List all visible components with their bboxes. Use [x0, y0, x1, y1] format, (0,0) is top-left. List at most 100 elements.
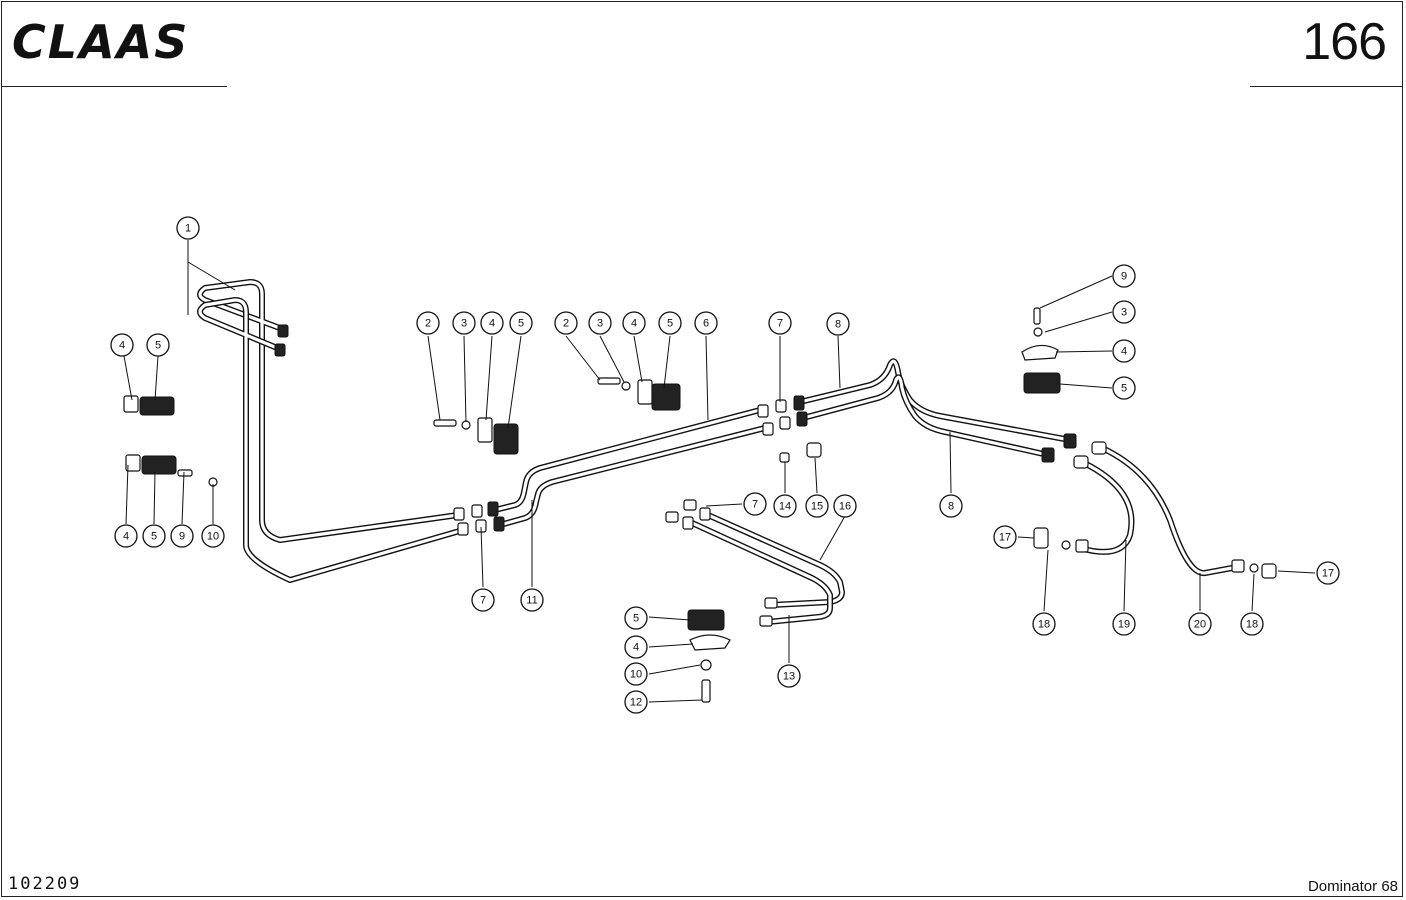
callout-number: 20	[1194, 619, 1206, 631]
callout-17: 17	[993, 525, 1017, 549]
callout-8: 8	[826, 312, 850, 336]
callout-number: 2	[425, 318, 431, 330]
callout-circle	[146, 333, 170, 357]
callout-number: 5	[633, 613, 639, 625]
callout-3: 3	[452, 311, 476, 335]
callout-number: 10	[207, 531, 219, 543]
callout-7: 7	[471, 588, 495, 612]
callout-circle	[939, 494, 963, 518]
callout-circle	[777, 664, 801, 688]
callout-10: 10	[201, 524, 225, 548]
pipe-assembly-8	[797, 358, 1073, 458]
page-number: 166	[1302, 13, 1387, 71]
callout-6: 6	[694, 311, 718, 335]
callout-number: 5	[155, 340, 161, 352]
callout-number: 9	[1121, 271, 1127, 283]
callout-number: 13	[783, 671, 795, 683]
callout-5: 5	[509, 311, 533, 335]
callout-number: 18	[1246, 619, 1258, 631]
callout-5: 5	[1112, 376, 1136, 400]
callout-number: 5	[151, 531, 157, 543]
callout-3: 3	[1112, 300, 1136, 324]
callout-16: 16	[833, 494, 857, 518]
callout-number: 5	[667, 318, 673, 330]
callout-circle	[1112, 300, 1136, 324]
pipe-assembly-6-11	[492, 407, 768, 528]
callout-number: 4	[489, 318, 495, 330]
callout-number: 6	[703, 318, 709, 330]
callout-number: 3	[1121, 307, 1127, 319]
callout-number: 5	[1121, 383, 1127, 395]
callout-number: 7	[777, 318, 783, 330]
callout-number: 14	[779, 501, 791, 513]
callout-circle	[1240, 612, 1264, 636]
callout-number: 12	[630, 697, 642, 709]
callout-number: 2	[563, 318, 569, 330]
callout-8: 8	[939, 494, 963, 518]
callout-number: 19	[1118, 619, 1130, 631]
callout-circle	[743, 492, 767, 516]
callout-number: 18	[1038, 619, 1050, 631]
callout-number: 4	[1121, 346, 1127, 358]
callout-2: 2	[554, 311, 578, 335]
callout-4: 4	[622, 311, 646, 335]
callout-circle	[826, 312, 850, 336]
claas-logo: CLAAS	[12, 18, 189, 64]
callout-5: 5	[658, 311, 682, 335]
callout-4: 4	[114, 524, 138, 548]
callout-number: 17	[999, 532, 1011, 544]
callout-circle	[1112, 612, 1136, 636]
callout-5: 5	[624, 606, 648, 630]
callout-4: 4	[1112, 339, 1136, 363]
callout-circle	[520, 588, 544, 612]
callout-number: 9	[179, 531, 185, 543]
pipe-assembly-1	[197, 279, 466, 583]
callout-circle	[509, 311, 533, 335]
callout-7: 7	[743, 492, 767, 516]
callout-circle	[176, 216, 200, 240]
callout-17: 17	[1316, 561, 1340, 585]
callout-circle	[416, 311, 440, 335]
callout-circle	[201, 524, 225, 548]
callout-circle	[1112, 376, 1136, 400]
callout-number: 11	[526, 595, 537, 607]
logo-text: CLAAS	[12, 18, 189, 64]
callout-circle	[1112, 339, 1136, 363]
callout-4: 4	[110, 333, 134, 357]
callout-number: 4	[119, 340, 125, 352]
callout-3: 3	[588, 311, 612, 335]
callout-18: 18	[1240, 612, 1264, 636]
callout-number: 17	[1322, 568, 1334, 580]
drawing-number: 102209	[8, 874, 82, 894]
callout-7: 7	[768, 311, 792, 335]
machine-model: Dominator 68	[1307, 878, 1398, 895]
callout-circle	[624, 635, 648, 659]
header-rule-left	[1, 86, 227, 87]
leader-lines	[123, 240, 1316, 703]
callout-20: 20	[1188, 612, 1212, 636]
callout-circle	[1112, 264, 1136, 288]
callout-circle	[170, 524, 194, 548]
callout-circle	[658, 311, 682, 335]
callout-circle	[624, 690, 648, 714]
callout-12: 12	[624, 690, 648, 714]
callout-number: 3	[461, 318, 467, 330]
callout-number: 3	[597, 318, 603, 330]
callout-circle	[471, 588, 495, 612]
callout-4: 4	[480, 311, 504, 335]
callout-circle	[142, 524, 166, 548]
callout-circle	[624, 606, 648, 630]
callout-circle	[833, 494, 857, 518]
callout-19: 19	[1112, 612, 1136, 636]
callout-13: 13	[777, 664, 801, 688]
callout-circle	[768, 311, 792, 335]
callout-circle	[805, 494, 829, 518]
callout-18: 18	[1032, 612, 1056, 636]
callout-5: 5	[142, 524, 166, 548]
callout-number: 4	[633, 642, 639, 654]
callout-circle	[694, 311, 718, 335]
callout-circle	[114, 524, 138, 548]
